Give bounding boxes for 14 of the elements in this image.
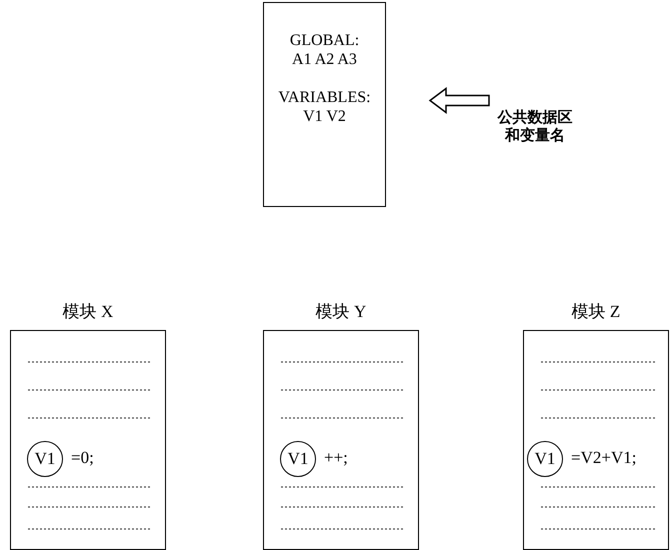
module-title: 模块 Z bbox=[570, 301, 622, 323]
annotation-text: 公共数据区和变量名 bbox=[495, 108, 575, 148]
variable-circle: V1 bbox=[27, 441, 63, 477]
variable-circle: V1 bbox=[280, 441, 316, 477]
variable-list: VARIABLES: V1 V2 bbox=[278, 88, 371, 126]
module-title: 模块 Y bbox=[314, 301, 368, 323]
code-text: =0; bbox=[71, 448, 94, 468]
hollow-arrow bbox=[428, 87, 490, 114]
variable-circle: V1 bbox=[527, 441, 563, 477]
variable-list: GLOBAL: A1 A2 A3 bbox=[290, 31, 360, 69]
code-text: ++; bbox=[324, 448, 348, 468]
module-title: 模块 X bbox=[62, 301, 114, 323]
global-data-box bbox=[263, 2, 386, 207]
code-text: =V2+V1; bbox=[571, 448, 636, 468]
